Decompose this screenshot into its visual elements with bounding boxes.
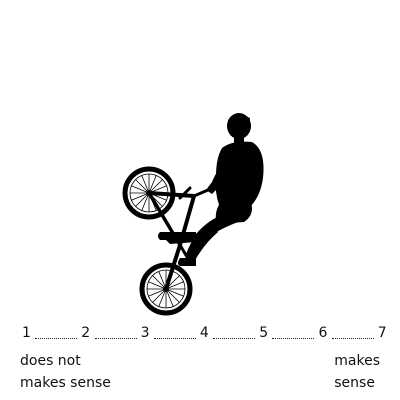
anchor-low-line1: does not	[20, 353, 81, 369]
scale-dotted-separator	[153, 328, 196, 339]
anchor-high-line1: makes	[334, 353, 380, 369]
scale-anchor-low: does not makes sense	[20, 350, 111, 394]
bmx-rider-silhouette-icon	[122, 113, 264, 316]
scale-number-3[interactable]: 3	[140, 325, 150, 341]
scale-number-1[interactable]: 1	[22, 325, 32, 341]
scale-dotted-separator	[272, 328, 315, 339]
scale-dotted-separator	[35, 328, 78, 339]
scale-dotted-separator	[94, 328, 137, 339]
scale-dotted-separator	[213, 328, 256, 339]
rider-body-icon	[158, 113, 264, 266]
scale-number-7[interactable]: 7	[377, 325, 387, 341]
anchor-high-line2: sense	[334, 375, 375, 391]
scale-number-4[interactable]: 4	[199, 325, 210, 341]
scale-anchor-high: makes sense	[334, 350, 380, 394]
scale-number-2[interactable]: 2	[81, 325, 91, 341]
scale-number-6[interactable]: 6	[318, 325, 328, 341]
scale-number-5[interactable]: 5	[259, 325, 269, 341]
rating-scale: 1 2 3 4 5 6 7	[22, 322, 387, 344]
scale-dotted-separator	[331, 328, 374, 339]
anchor-low-line2: makes sense	[20, 375, 111, 391]
